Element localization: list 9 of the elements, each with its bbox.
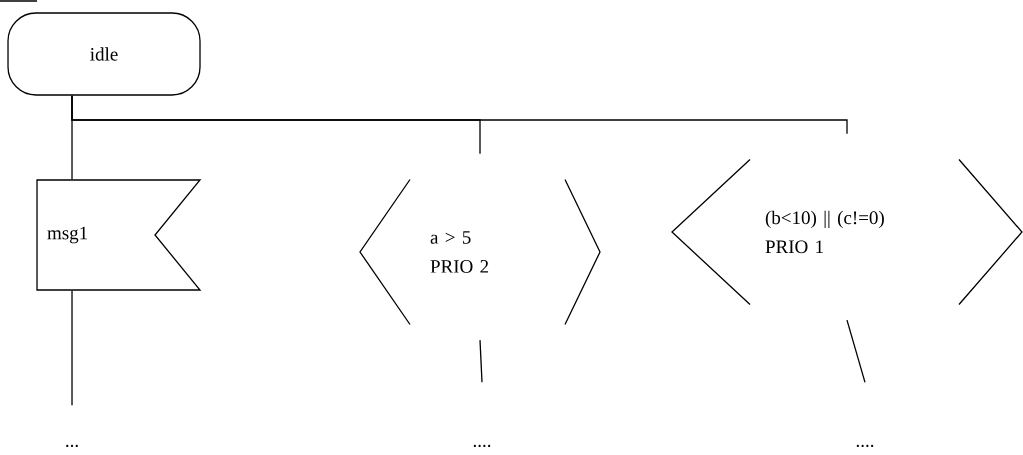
continuation-text: ...: [66, 444, 78, 448]
connector-line: [846, 319, 866, 383]
connector-line: [479, 339, 483, 383]
connector-line: [71, 290, 73, 406]
connector-line: [71, 95, 848, 135]
continuation-text: ....: [473, 444, 491, 448]
continuation-text: ....: [856, 444, 874, 448]
state-box: idle: [7, 12, 201, 96]
input-signal-box: msg1: [36, 179, 202, 291]
